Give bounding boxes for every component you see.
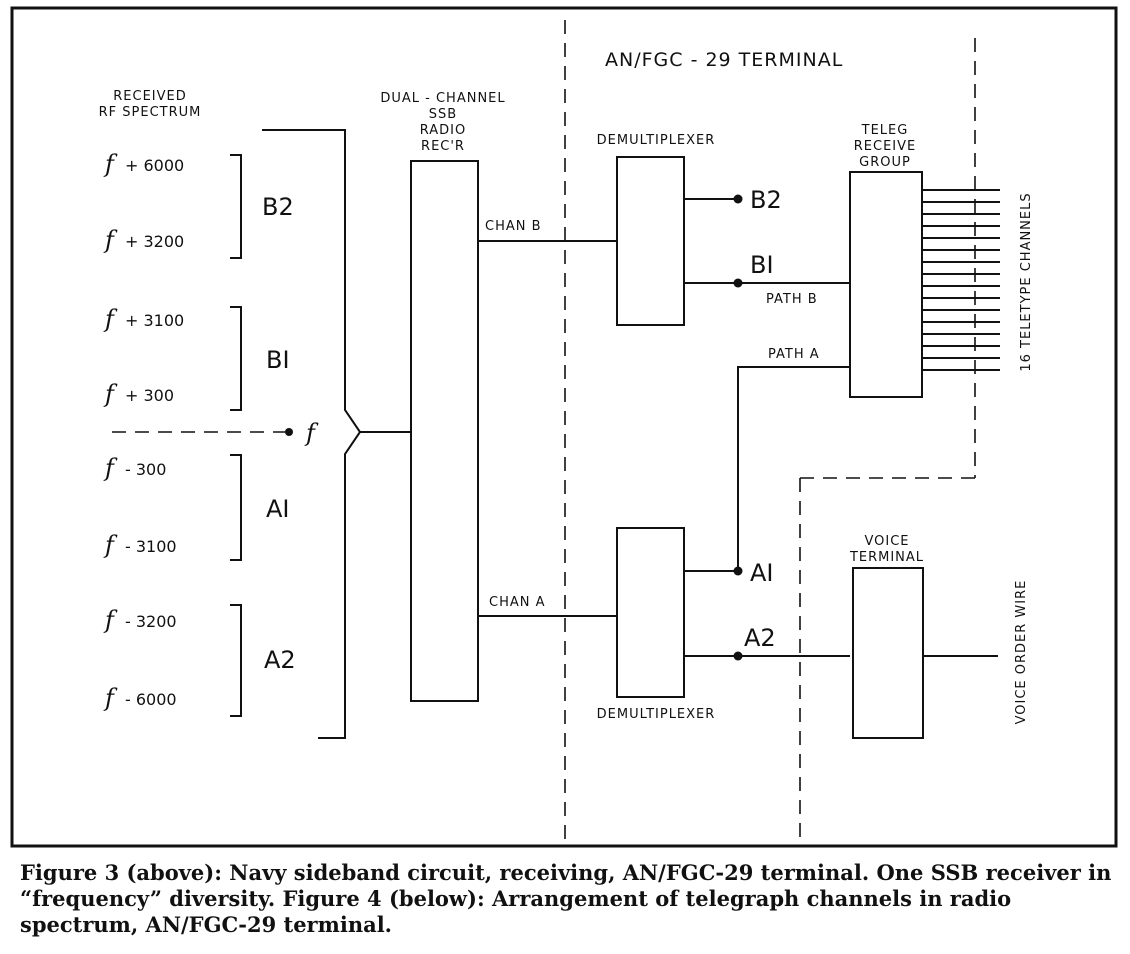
voice-label-line2: TERMINAL [849, 550, 924, 565]
path-a-line [737, 366, 850, 571]
a2-output-label: A2 [744, 624, 776, 652]
voice-order-wire-label: VOICE ORDER WIRE [1014, 580, 1029, 725]
freq-offset: - 6000 [125, 690, 177, 709]
group-label-a1: AI [266, 495, 290, 523]
b2-output-label: B2 [750, 186, 782, 214]
b1-output-label: BI [750, 251, 774, 279]
a1-junction-dot [733, 566, 743, 576]
freq-offset: + 3200 [125, 232, 184, 251]
freq-symbol: f [103, 454, 118, 482]
freq-offset: + 300 [125, 386, 174, 405]
b1-junction-dot [733, 278, 743, 288]
ssb-receiver-box [410, 160, 479, 702]
demultiplexer-b-box [616, 156, 685, 326]
freq-offset: - 3200 [125, 612, 177, 631]
teleg-receive-group-box [849, 171, 923, 398]
path-b-label: PATH B [766, 292, 818, 307]
a1-output-label: AI [750, 559, 774, 587]
path-a-label: PATH A [768, 347, 820, 362]
chan-a-label: CHAN A [489, 595, 546, 610]
group-label-b2: B2 [262, 193, 294, 221]
freq-offset: - 3100 [125, 537, 177, 556]
teletype-channel-lines [922, 189, 1000, 371]
b2-terminal-dot [733, 194, 743, 204]
freq-symbol: f [103, 226, 118, 254]
frequency-list: f + 6000 f + 3200 f + 3100 f + 300 f - 3… [103, 150, 184, 712]
group-brackets [230, 154, 242, 717]
freq-symbol: f [103, 606, 118, 634]
teletype-channels-label: 16 TELETYPE CHANNELS [1019, 192, 1034, 371]
receiver-label-line4: REC'R [421, 139, 465, 154]
freq-symbol: f [103, 150, 118, 178]
demux-b-label: DEMULTIPLEXER [597, 133, 716, 148]
teleg-label-line3: GROUP [859, 155, 911, 170]
voice-label-line1: VOICE [864, 534, 909, 549]
terminal-boundary [564, 20, 976, 840]
freq-offset: - 300 [125, 460, 166, 479]
figure-caption: Figure 3 (above): Navy sideband circuit,… [20, 860, 1112, 937]
freq-symbol: f [103, 380, 118, 408]
chan-b-label: CHAN B [485, 219, 542, 234]
a2-junction-dot [733, 651, 743, 661]
input-frequency-symbol: f [304, 419, 319, 447]
freq-symbol: f [103, 531, 118, 559]
freq-symbol: f [103, 684, 118, 712]
demux-a-label: DEMULTIPLEXER [597, 707, 716, 722]
bracket-b1 [230, 306, 242, 411]
receiver-label-line3: RADIO [420, 123, 466, 138]
freq-offset: + 6000 [125, 156, 184, 175]
terminal-title: AN/FGC - 29 TERMINAL [605, 49, 843, 71]
receiver-label-line2: SSB [429, 107, 457, 122]
voice-terminal-box [852, 567, 924, 739]
sideband-circuit-diagram: AN/FGC - 29 TERMINAL RECEIVED RF SPECTRU… [10, 6, 1118, 848]
demultiplexer-a-box [616, 527, 685, 698]
receiver-label-line1: DUAL - CHANNEL [380, 91, 505, 106]
freq-offset: + 3100 [125, 311, 184, 330]
spectrum-header-line1: RECEIVED [113, 89, 187, 104]
diagram-frame [10, 6, 1118, 848]
group-label-b1: BI [266, 346, 290, 374]
spectrum-header-line2: RF SPECTRUM [99, 105, 202, 120]
bracket-a1 [230, 454, 242, 561]
bracket-b2 [230, 154, 242, 259]
teleg-label-line2: RECEIVE [854, 139, 916, 154]
freq-symbol: f [103, 305, 118, 333]
group-label-a2: A2 [264, 646, 296, 674]
bracket-a2 [230, 604, 242, 717]
teleg-label-line1: TELEG [861, 123, 909, 138]
input-signal-arrowhead [285, 428, 293, 436]
